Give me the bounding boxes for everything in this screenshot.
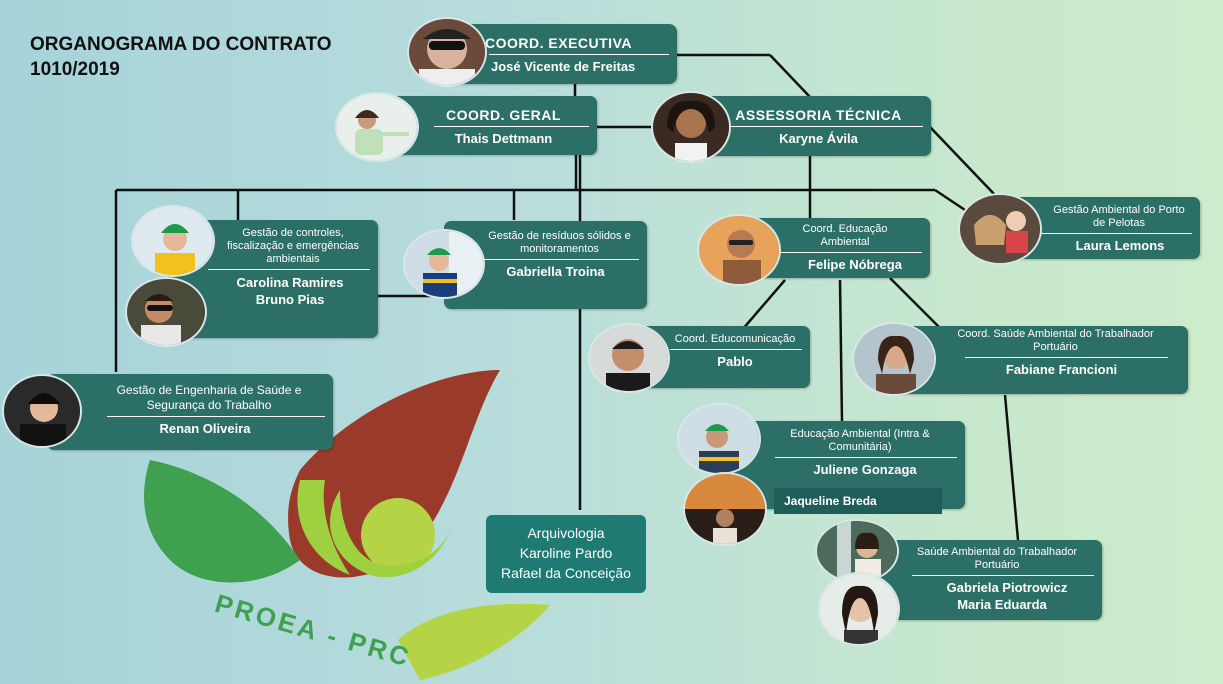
avatar [852, 322, 936, 396]
assessoria-tecnica-box: ASSESSORIA TÉCNICA Karyne Ávila [690, 96, 931, 156]
box-divider [1040, 233, 1192, 234]
box-name: Felipe Nóbrega [808, 257, 902, 272]
box-name: Fabiane Francioni [1005, 362, 1118, 377]
educacao-intra-box: Educação Ambiental (Intra & Comunitária)… [725, 421, 965, 509]
box-title: Educação Ambiental (Intra & Comunitária) [790, 428, 930, 453]
box-title: COORD. EXECUTIVA [485, 35, 632, 51]
box-name-2: Bruno Pias [255, 292, 325, 307]
box-name: Thais Dettmann [454, 131, 553, 146]
avatar [403, 229, 485, 299]
box-name: Laura Lemons [1075, 238, 1165, 253]
avatar [131, 205, 215, 277]
avatar [958, 193, 1042, 265]
title-line-1: ORGANOGRAMA DO CONTRATO [30, 34, 332, 55]
avatar [651, 91, 731, 163]
title-line-2: 1010/2019 [30, 59, 120, 80]
box-divider [912, 575, 1094, 576]
arq-line-3: Rafael da Conceição [501, 565, 631, 581]
avatar [683, 472, 767, 546]
saude-portuario-box: Saúde Ambiental do Trabalhador Portuário… [862, 540, 1102, 620]
avatar [677, 403, 761, 475]
arquivologia-box: Arquivologia Karoline Pardo Rafael da Co… [486, 515, 646, 593]
box-divider [474, 259, 639, 260]
box-name: Karyne Ávila [779, 131, 858, 146]
box-divider [208, 269, 370, 270]
box-title: Gestão de resíduos sólidos e monitoramen… [488, 230, 631, 255]
box-title: Gestão de Engenharia de Saúde e Seguranç… [116, 383, 302, 412]
box-title: Coord. Saúde Ambiental do Trabalhador Po… [957, 328, 1154, 353]
box-title: Gestão de controles, fiscalização e emer… [226, 227, 360, 265]
box-divider [670, 349, 802, 350]
gestao-residuos-box: Gestão de resíduos sólidos e monitoramen… [444, 221, 647, 309]
coord-saude-box: Coord. Saúde Ambiental do Trabalhador Po… [895, 326, 1188, 394]
coord-geral-box: COORD. GERAL Thais Dettmann [390, 96, 597, 155]
box-divider [965, 357, 1168, 358]
avatar [588, 323, 670, 393]
box-divider [775, 457, 957, 458]
box-title: ASSESSORIA TÉCNICA [735, 107, 902, 123]
jaqueline-label: Jaqueline Breda [774, 488, 942, 514]
avatar [815, 519, 899, 583]
box-name-1: Carolina Ramires [236, 275, 344, 290]
box-title: Coord. Educomunicação [674, 333, 796, 345]
page-title: ORGANOGRAMA DO CONTRATO 1010/2019 [30, 32, 332, 82]
avatar [818, 572, 900, 646]
arq-line-2: Karoline Pardo [519, 545, 613, 561]
avatar [2, 374, 82, 448]
avatar [407, 17, 487, 87]
box-name: Gabriella Troina [506, 264, 605, 279]
box-title: COORD. GERAL [446, 107, 561, 123]
arq-line-1: Arquivologia [527, 525, 605, 541]
box-name: José Vicente de Freitas [491, 59, 636, 74]
box-divider [489, 54, 669, 55]
box-name: Juliene Gonzaga [813, 462, 917, 477]
box-name: Renan Oliveira [159, 421, 251, 436]
box-title: Saúde Ambiental do Trabalhador Portuário [916, 546, 1078, 571]
box-divider [434, 126, 589, 127]
box-divider [107, 416, 325, 417]
box-title: Coord. Educação Ambiental [802, 223, 888, 248]
box-name: Pablo [717, 354, 753, 369]
box-name-2: Maria Eduarda [957, 597, 1047, 612]
box-divider [780, 252, 922, 253]
box-title: Gestão Ambiental do Porto de Pelotas [1053, 204, 1185, 229]
box-divider [730, 126, 923, 127]
avatar [125, 277, 207, 347]
avatar [335, 92, 419, 162]
avatar [697, 214, 781, 286]
box-name-1: Gabriela Piotrowicz [946, 580, 1068, 595]
gestao-engenharia-box: Gestão de Engenharia de Saúde e Seguranç… [47, 374, 333, 450]
